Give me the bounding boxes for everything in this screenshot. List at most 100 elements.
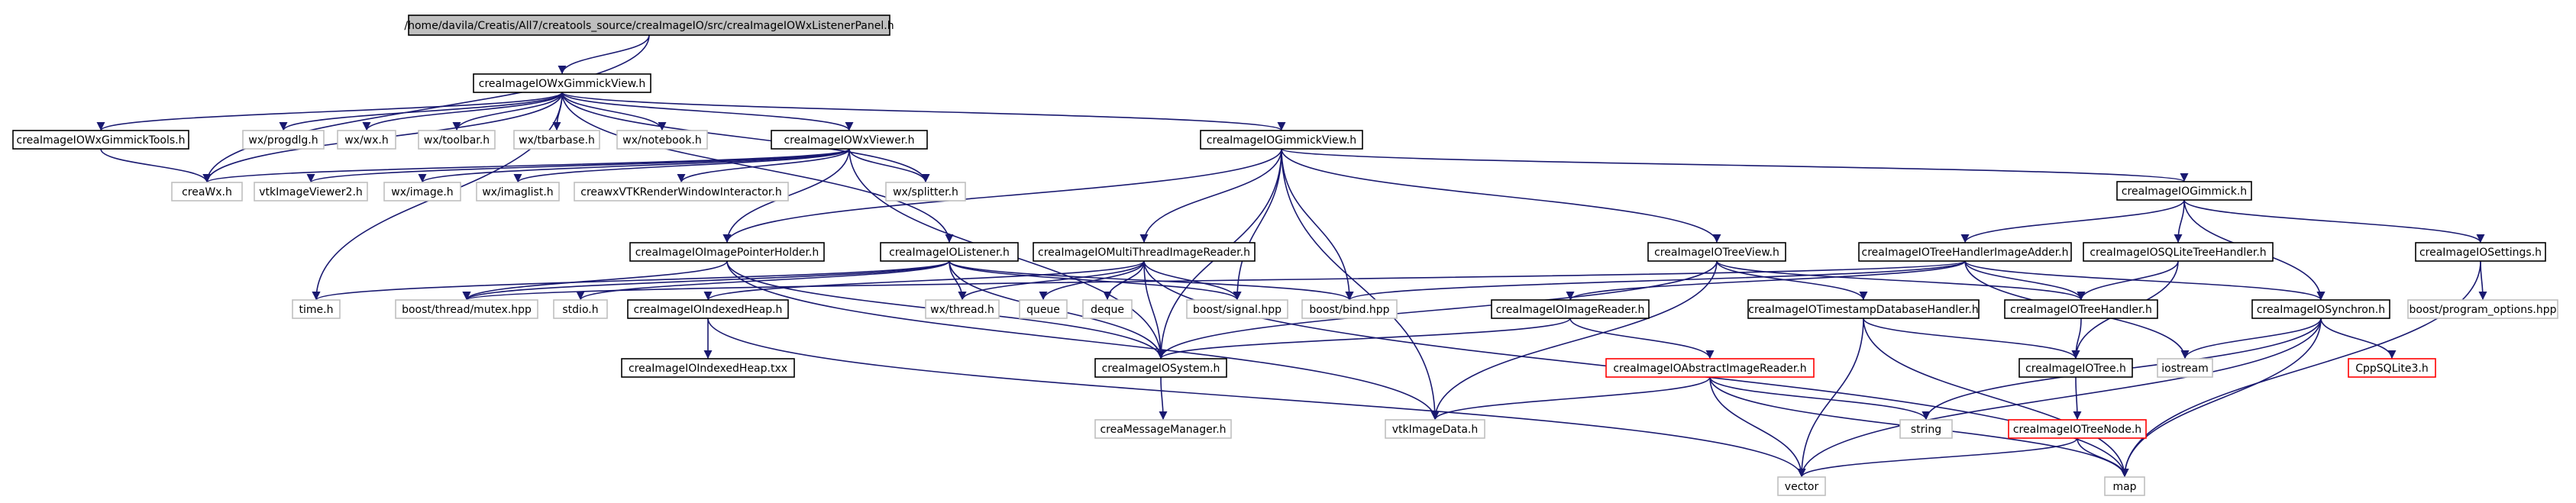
node-box xyxy=(1747,299,1980,319)
node-cppsqlite3[interactable]: CppSQLite3.h xyxy=(2348,358,2436,378)
edge-multithread-to-deque xyxy=(1103,260,1145,301)
edge-gimmickview_wx-to-gimmickview xyxy=(561,92,1286,131)
node-label: creaImageIOTreeNode.h xyxy=(2013,424,2141,436)
node-treehandleradder[interactable]: creaImageIOTreeHandlerImageAdder.h xyxy=(1858,242,2072,262)
node-gimmickview[interactable]: creaImageIOGimmickView.h xyxy=(1200,130,1363,150)
node-imagereader[interactable]: creaImageIOImageReader.h xyxy=(1491,299,1650,319)
node-label: deque xyxy=(1091,304,1124,316)
node-sqlitetreehandler[interactable]: creaImageIOSQLiteTreeHandler.h xyxy=(2083,242,2274,262)
node-label: creaImageIOSynchron.h xyxy=(2257,304,2385,316)
node-box xyxy=(2018,358,2133,378)
node-label: map xyxy=(2112,481,2136,493)
node-label: wx/wx.h xyxy=(344,134,389,147)
edge-treehandleradder-to-synchron xyxy=(1964,260,2326,301)
node-box xyxy=(476,182,560,202)
node-label: creaImageIOListener.h xyxy=(889,247,1010,259)
node-box xyxy=(1033,242,1256,262)
node-label: boost/signal.hpp xyxy=(1193,304,1282,316)
node-notebook: wx/notebook.h xyxy=(616,130,708,150)
node-pointerholder[interactable]: creaImageIOImagePointerHolder.h xyxy=(629,242,825,262)
node-box xyxy=(1186,299,1288,319)
node-wxviewer[interactable]: creaImageIOWxViewer.h xyxy=(771,130,928,150)
node-iostream: iostream xyxy=(2157,358,2213,378)
node-gimmickview_wx[interactable]: creaImageIOWxGimmickView.h xyxy=(473,73,651,93)
node-gimmicktools[interactable]: creaImageIOWxGimmickTools.h xyxy=(12,130,189,150)
node-box xyxy=(254,182,368,202)
node-box xyxy=(1647,242,1786,262)
node-label: creaImageIOIndexedHeap.txx xyxy=(629,363,787,375)
node-gimmick[interactable]: creaImageIOGimmick.h xyxy=(2116,181,2252,201)
edge-imagereader-to-abstractreader xyxy=(1569,318,1715,360)
node-listener[interactable]: creaImageIOListener.h xyxy=(880,242,1019,262)
edge-multithread-to-queue xyxy=(1039,260,1145,301)
edge-gimmick-to-treehandleradder xyxy=(1960,199,2185,243)
node-vtkviewer2: vtkImageViewer2.h xyxy=(254,182,368,202)
edge-gimmick-to-sqlitetreehandler xyxy=(2174,199,2185,243)
node-box xyxy=(553,299,608,319)
node-box xyxy=(1899,419,1953,439)
node-box xyxy=(1094,358,1227,378)
node-root: /home/davila/Creatis/All7/creatools_sour… xyxy=(404,15,894,36)
node-creawxvtk: creawxVTKRenderWindowInteractor.h xyxy=(574,182,789,202)
edge-gimmickview-to-gimmick xyxy=(1281,148,2188,182)
node-indexedheap[interactable]: creaImageIOIndexedHeap.h xyxy=(627,299,789,319)
edge-timestampdb-to-tree xyxy=(1863,318,2080,360)
node-wx_h: wx/wx.h xyxy=(337,130,396,150)
node-label: creaImageIOTreeView.h xyxy=(1654,247,1779,259)
node-treehandler[interactable]: creaImageIOTreeHandler.h xyxy=(2004,299,2158,319)
edge-abstractreader-to-vector xyxy=(1709,376,1806,478)
edge-gimmickview_wx-to-toolbar xyxy=(452,92,563,131)
node-label: wx/toolbar.h xyxy=(424,134,490,147)
edge-treehandleradder-to-treehandler xyxy=(1964,260,2086,301)
node-box xyxy=(337,130,396,150)
node-synchron[interactable]: creaImageIOSynchron.h xyxy=(2251,299,2390,319)
node-box xyxy=(1094,419,1232,439)
node-settings[interactable]: creaImageIOSettings.h xyxy=(2415,242,2546,262)
node-treeview[interactable]: creaImageIOTreeView.h xyxy=(1647,242,1786,262)
node-label: creaImageIOTimestampDatabaseHandler.h xyxy=(1748,304,1978,316)
edge-imagereader-to-system xyxy=(1156,318,1571,360)
edge-gimmicktools-to-creawx xyxy=(100,148,212,183)
edge-gimmickview_wx-to-listener xyxy=(561,92,954,243)
node-program_options: boost/program_options.hpp xyxy=(2407,299,2558,319)
node-label: creaImageIOWxGimmickView.h xyxy=(479,78,645,90)
node-deque: deque xyxy=(1082,299,1133,319)
node-box xyxy=(2083,242,2274,262)
edge-listener-to-time xyxy=(312,260,950,301)
node-label: vtkImageData.h xyxy=(1392,424,1478,436)
node-label: creaImageIOImageReader.h xyxy=(1496,304,1645,316)
node-box xyxy=(2251,299,2390,319)
node-box xyxy=(925,299,1000,319)
node-label: CppSQLite3.h xyxy=(2355,363,2428,375)
node-timestampdb[interactable]: creaImageIOTimestampDatabaseHandler.h xyxy=(1747,299,1980,319)
node-box xyxy=(408,15,890,36)
node-system[interactable]: creaImageIOSystem.h xyxy=(1094,358,1227,378)
node-label: creaImageIOSettings.h xyxy=(2419,247,2542,259)
edge-synchron-to-map xyxy=(2120,318,2322,478)
node-label: boost/thread/mutex.hpp xyxy=(402,304,532,316)
edge-gimmickview_wx-to-wxviewer xyxy=(561,92,854,131)
node-queue: queue xyxy=(1019,299,1068,319)
edge-gimmickview_wx-to-splitter xyxy=(561,92,930,183)
node-box xyxy=(616,130,708,150)
node-tree[interactable]: creaImageIOTree.h xyxy=(2018,358,2133,378)
node-indexedheap_txx[interactable]: creaImageIOIndexedHeap.txx xyxy=(621,358,795,378)
edge-treeview-to-treehandler xyxy=(1716,260,2086,301)
edge-wxviewer-to-imaglist xyxy=(513,148,850,183)
edge-multithread-to-indexedheap xyxy=(703,260,1145,301)
node-mutex: boost/thread/mutex.hpp xyxy=(395,299,538,319)
edge-root-to-gimmickview_wx xyxy=(558,34,650,75)
node-label: wx/splitter.h xyxy=(893,186,958,198)
node-label: creawxVTKRenderWindowInteractor.h xyxy=(580,186,781,198)
node-map: map xyxy=(2104,476,2145,496)
node-label: creaImageIOWxGimmickTools.h xyxy=(17,134,186,147)
edge-abstractreader-to-vtkimagedata xyxy=(1430,376,1711,421)
node-multithread[interactable]: creaImageIOMultiThreadImageReader.h xyxy=(1033,242,1256,262)
node-label: wx/tbarbase.h xyxy=(519,134,595,147)
node-abstractreader[interactable]: creaImageIOAbstractImageReader.h xyxy=(1605,358,1815,378)
node-label: boost/program_options.hpp xyxy=(2410,304,2557,316)
edge-pointerholder-to-mutex xyxy=(462,260,728,301)
node-treenode[interactable]: creaImageIOTreeNode.h xyxy=(2008,419,2147,439)
node-box xyxy=(1200,130,1363,150)
node-wxthread: wx/thread.h xyxy=(925,299,1000,319)
